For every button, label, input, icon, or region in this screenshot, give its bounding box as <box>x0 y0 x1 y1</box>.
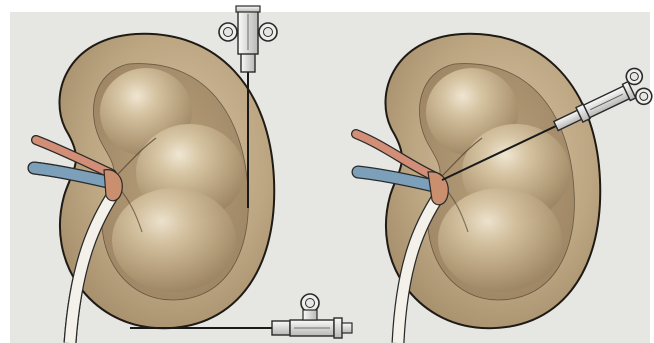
kidney-biopsy-illustration <box>0 0 654 343</box>
figure-canvas <box>0 0 654 343</box>
